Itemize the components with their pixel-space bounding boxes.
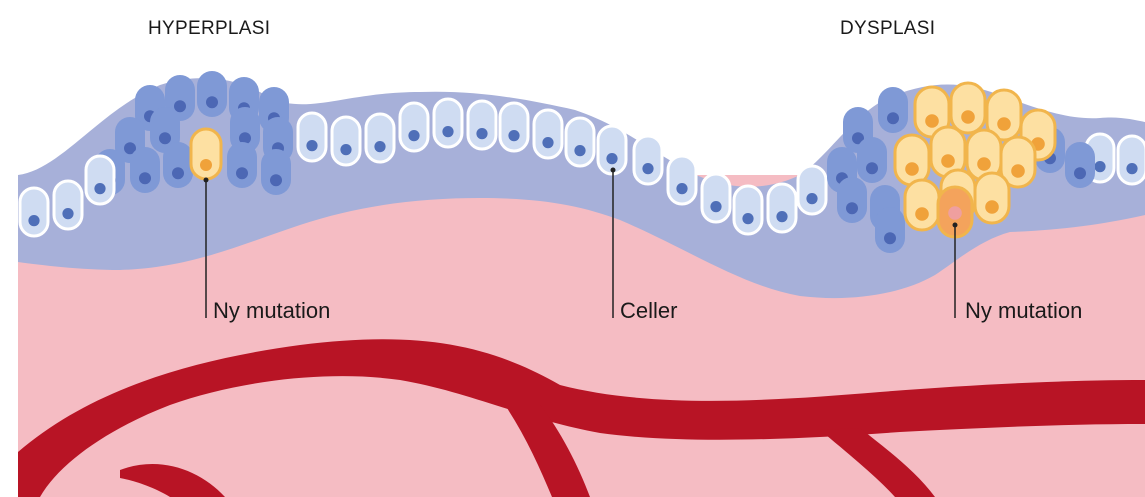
label-new-mutation-left: Ny mutation xyxy=(213,298,330,324)
label-cells: Celler xyxy=(620,298,677,324)
cell-nucleus-28 xyxy=(642,163,653,174)
cell-40 xyxy=(857,137,887,183)
cell-nucleus-17 xyxy=(94,183,105,194)
cell-nucleus-13 xyxy=(236,167,248,179)
cell-nucleus-24 xyxy=(508,130,519,141)
cell-nucleus-35 xyxy=(1126,163,1137,174)
cell-29 xyxy=(668,156,696,204)
cell-nucleus-12 xyxy=(172,167,184,179)
cell-14 xyxy=(261,149,291,195)
cell-41 xyxy=(1065,142,1095,188)
cell-24 xyxy=(500,103,528,151)
label-new-mutation-right: Ny mutation xyxy=(965,298,1082,324)
cell-18 xyxy=(298,113,326,161)
cell-nucleus-31 xyxy=(742,213,753,224)
title-dysplasi: DYSPLASI xyxy=(840,18,935,40)
cell-nucleus-26 xyxy=(574,145,585,156)
cell-33 xyxy=(798,166,826,214)
cell-25 xyxy=(534,110,562,158)
cell-nucleus-20 xyxy=(374,141,385,152)
cell-46 xyxy=(951,83,985,133)
cell-15 xyxy=(20,188,48,236)
cell-nucleus-51 xyxy=(977,157,991,171)
cell-nucleus-16 xyxy=(62,208,73,219)
leader-line-mutation-right-dot xyxy=(953,223,958,228)
cell-11 xyxy=(130,147,160,193)
cell-35 xyxy=(1118,136,1145,184)
cell-nucleus-47 xyxy=(997,117,1011,131)
cell-57 xyxy=(191,129,221,179)
cell-nucleus-19 xyxy=(340,144,351,155)
cell-12 xyxy=(163,142,193,188)
cell-32 xyxy=(768,184,796,232)
cell-21 xyxy=(400,103,428,151)
cell-31 xyxy=(734,186,762,234)
cell-42 xyxy=(837,177,867,223)
title-hyperplasi: HYPERPLASI xyxy=(148,18,270,40)
cell-nucleus-52 xyxy=(1011,164,1025,178)
cell-49 xyxy=(895,135,929,185)
cell-19 xyxy=(332,117,360,165)
cell-28 xyxy=(634,136,662,184)
cell-26 xyxy=(566,118,594,166)
cell-nucleus-49 xyxy=(905,162,919,176)
cell-nucleus-25 xyxy=(542,137,553,148)
cell-53 xyxy=(905,180,939,230)
cell-nucleus-55 xyxy=(985,200,999,214)
cell-nucleus-40 xyxy=(866,162,878,174)
cell-nucleus-50 xyxy=(941,154,955,168)
cell-23 xyxy=(468,101,496,149)
cell-30 xyxy=(702,174,730,222)
cell-nucleus-21 xyxy=(408,130,419,141)
cell-nucleus-42 xyxy=(846,202,858,214)
cell-20 xyxy=(366,114,394,162)
cell-nucleus-23 xyxy=(476,128,487,139)
cell-16 xyxy=(54,181,82,229)
cell-nucleus-57 xyxy=(200,159,212,171)
cell-nucleus-33 xyxy=(806,193,817,204)
cell-nucleus-53 xyxy=(915,207,929,221)
cell-nucleus-44 xyxy=(884,232,896,244)
cell-nucleus-2 xyxy=(174,100,186,112)
cell-3 xyxy=(197,71,227,117)
cell-nucleus-14 xyxy=(270,174,282,186)
cell-27 xyxy=(598,126,626,174)
cell-nucleus-29 xyxy=(676,183,687,194)
leader-line-cells-dot xyxy=(611,168,616,173)
cell-nucleus-7 xyxy=(159,132,171,144)
cell-37 xyxy=(878,87,908,133)
leader-line-mutation-left-dot xyxy=(204,178,209,183)
cell-nucleus-37 xyxy=(887,112,899,124)
cell-nucleus-34 xyxy=(1094,161,1105,172)
cell-44 xyxy=(875,207,905,253)
cell-13 xyxy=(227,142,257,188)
cell-nucleus-11 xyxy=(139,172,151,184)
cell-nucleus-41 xyxy=(1074,167,1086,179)
cell-nucleus-45 xyxy=(925,114,939,128)
cell-nucleus-22 xyxy=(442,126,453,137)
cell-nucleus-46 xyxy=(961,110,975,124)
cell-22 xyxy=(434,99,462,147)
cell-nucleus-56 xyxy=(948,206,962,220)
cell-nucleus-30 xyxy=(710,201,721,212)
cell-55 xyxy=(975,173,1009,223)
cell-nucleus-27 xyxy=(606,153,617,164)
cell-17 xyxy=(86,156,114,204)
cell-nucleus-3 xyxy=(206,96,218,108)
cell-nucleus-15 xyxy=(28,215,39,226)
cell-nucleus-32 xyxy=(776,211,787,222)
cell-nucleus-18 xyxy=(306,140,317,151)
